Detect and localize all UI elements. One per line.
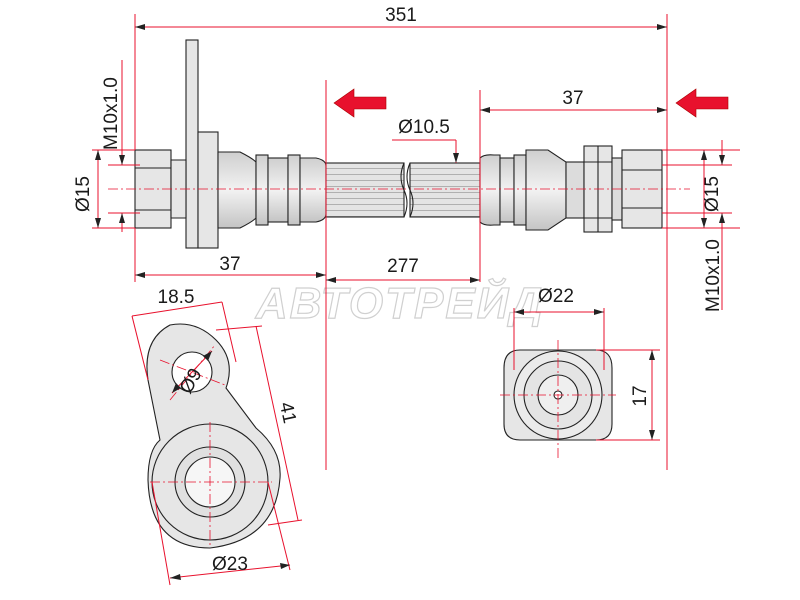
brake-hose-side-view xyxy=(108,39,690,249)
right-ferrule xyxy=(525,149,567,231)
watermark-text: АВТОТРЕЙД xyxy=(255,277,544,328)
dim-left-fitting-length: 37 xyxy=(219,254,240,275)
right-arrow-icon xyxy=(675,88,729,118)
bracket-detail xyxy=(131,301,303,586)
dim-left-diameter: Ø15 xyxy=(73,176,94,212)
dim-bracket-eye: Ø23 xyxy=(212,554,248,575)
dim-left-thread: M10x1.0 xyxy=(101,77,122,150)
dim-hose-diameter: Ø10.5 xyxy=(398,117,450,138)
dim-fitting-diameter: Ø22 xyxy=(538,286,574,307)
left-ferrule xyxy=(217,151,257,229)
dim-right-fitting-length: 37 xyxy=(562,88,583,109)
hose-section-right xyxy=(409,162,481,218)
dim-bracket-width: 18.5 xyxy=(158,287,195,308)
fitting-end-view xyxy=(500,308,660,460)
dim-right-diameter: Ø15 xyxy=(702,176,723,212)
bracket-collar xyxy=(197,131,219,249)
dim-total-length: 351 xyxy=(385,5,417,26)
hose-section-left xyxy=(325,162,405,218)
left-arrow-icon xyxy=(333,88,387,118)
bracket-plate xyxy=(185,39,199,249)
dimension-lines xyxy=(92,14,740,470)
dim-right-thread: M10x1.0 xyxy=(703,239,724,312)
dim-bracket-length: 41 xyxy=(275,400,300,425)
dim-hose-length: 277 xyxy=(387,256,419,277)
dim-fitting-height: 17 xyxy=(630,385,651,406)
